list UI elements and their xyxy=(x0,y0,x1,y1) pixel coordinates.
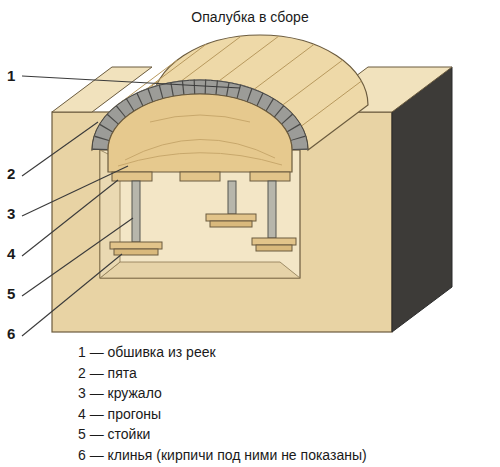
part-description: 6 — клинья (кирпичи под ними не показаны… xyxy=(78,447,367,463)
post xyxy=(132,181,140,242)
slat-line xyxy=(181,36,241,81)
wedge xyxy=(256,245,292,251)
slat-line xyxy=(283,60,343,105)
slat-line xyxy=(302,81,362,126)
callout-number: 2 xyxy=(7,165,15,182)
callout-number: 6 xyxy=(7,325,15,342)
wedge xyxy=(206,214,256,221)
callout-number: 4 xyxy=(7,245,15,262)
leader-line xyxy=(22,76,240,88)
callout-number: 5 xyxy=(7,285,15,302)
grain-line xyxy=(150,115,250,122)
leader-line xyxy=(22,180,118,256)
diagram-title: Опалубка в сборе xyxy=(191,9,308,25)
part-description: 3 — кружало xyxy=(78,385,162,401)
leader-line xyxy=(22,254,122,336)
leader-line xyxy=(22,218,133,296)
leader-line xyxy=(22,166,128,216)
slat-line xyxy=(219,36,279,81)
grain-line xyxy=(125,139,275,160)
callout-number: 3 xyxy=(7,205,15,222)
runner xyxy=(250,172,290,181)
wedge xyxy=(110,242,162,249)
wedge xyxy=(252,238,296,245)
cavity-floor xyxy=(100,262,300,278)
wood-grain xyxy=(118,115,282,166)
wedge xyxy=(210,221,252,227)
block-side xyxy=(392,67,452,332)
slat-line xyxy=(254,44,314,89)
part-description: 5 — стойки xyxy=(78,426,150,442)
callout-number: 1 xyxy=(7,67,15,84)
leader-lines xyxy=(22,76,240,336)
part-description: 4 — прогоны xyxy=(78,406,161,422)
part-description: 1 — обшивка из реек xyxy=(78,344,216,360)
post xyxy=(268,181,276,238)
runner xyxy=(180,172,220,181)
grain-line xyxy=(118,153,282,166)
leader-line xyxy=(22,122,98,176)
wedge xyxy=(114,249,158,255)
post xyxy=(228,181,236,214)
centering-board xyxy=(108,94,292,172)
runner xyxy=(112,172,152,181)
part-description: 2 — пята xyxy=(78,365,137,381)
